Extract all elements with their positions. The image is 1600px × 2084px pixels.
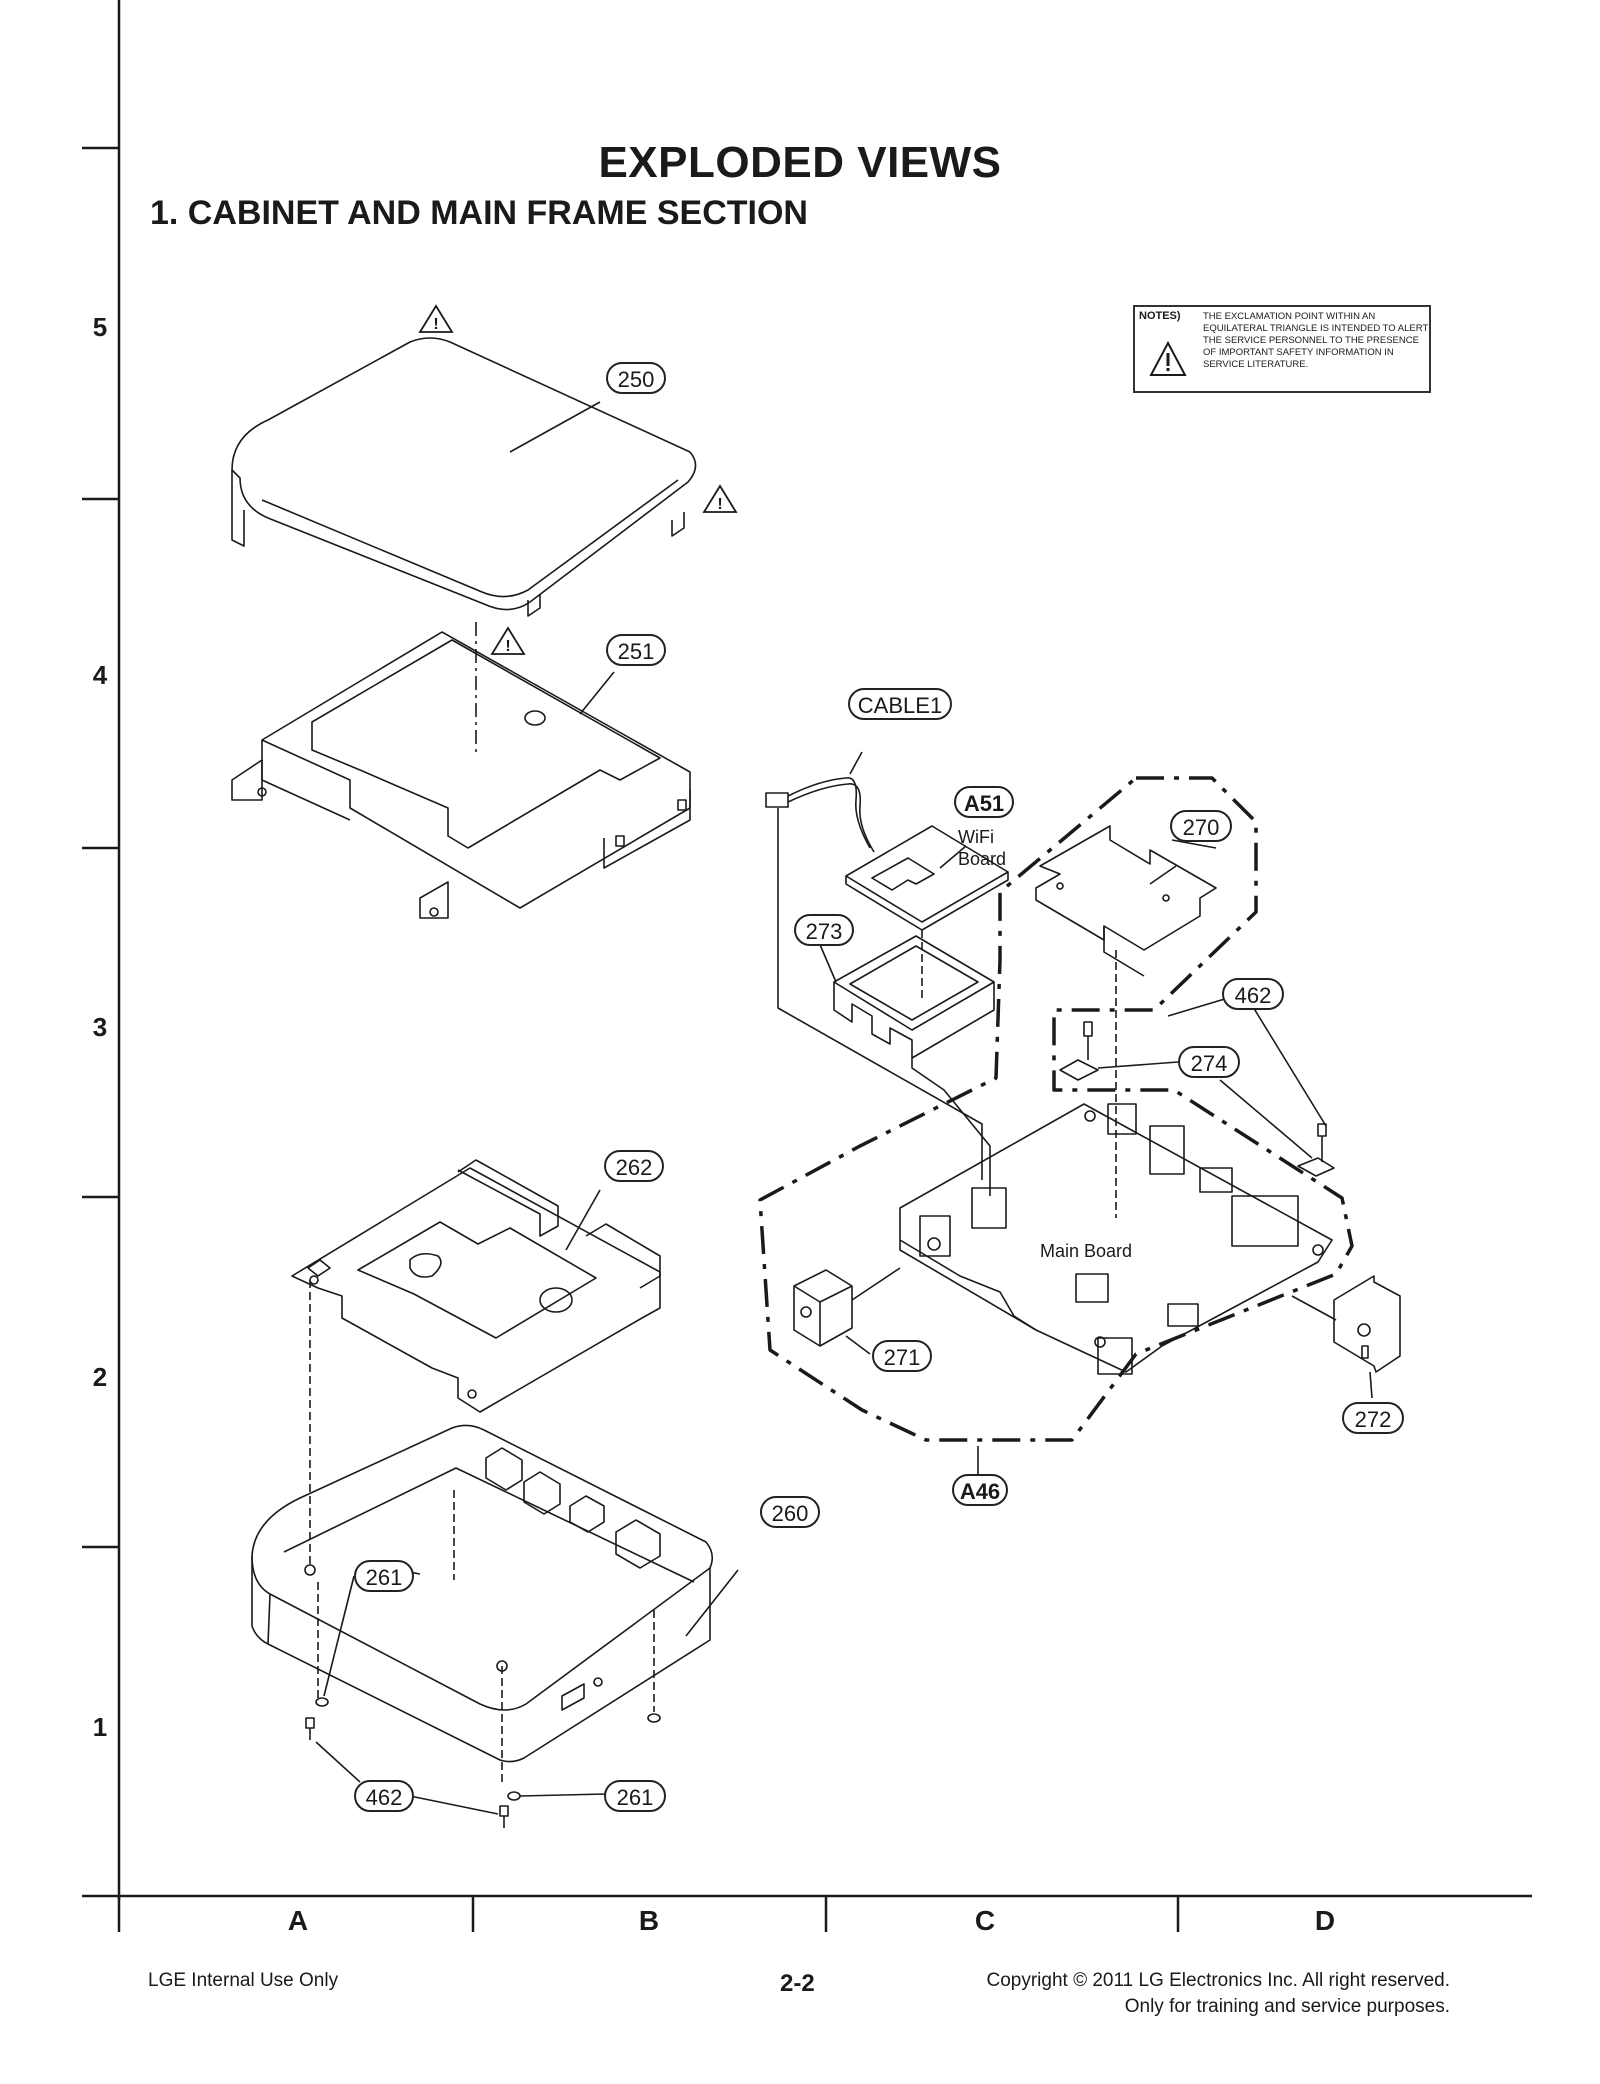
row-label-1: 1	[92, 1712, 108, 1742]
warning-icons	[418, 304, 738, 655]
part-260-bottom-case	[251, 1424, 739, 1828]
page-title: EXPLODED VIEWS	[598, 138, 1002, 187]
column-label-d: D	[1314, 1905, 1336, 1936]
safety-notes-box: NOTES) THE EXCLAMATION POINT WITHIN AN E…	[1133, 305, 1431, 393]
callout-272: 272	[1342, 1402, 1404, 1434]
row-label-4: 4	[92, 660, 108, 690]
part-250-top-cover	[231, 337, 697, 756]
part-251-frame	[231, 631, 691, 919]
svg-text:!: !	[717, 496, 722, 513]
row-label-2: 2	[92, 1362, 108, 1392]
wifi-label-line1: WiFi	[958, 827, 994, 847]
footer-internal-use: LGE Internal Use Only	[148, 1970, 339, 1991]
notes-text: THE EXCLAMATION POINT WITHIN AN EQUILATE…	[1203, 311, 1429, 370]
part-271-jack	[793, 1267, 901, 1355]
wifi-label-line2: Board	[958, 849, 1007, 869]
column-label-b: B	[638, 1905, 660, 1936]
part-272-bracket	[1291, 1275, 1401, 1399]
part-274-462-screws	[1059, 1001, 1335, 1177]
callout-274: 274	[1178, 1046, 1240, 1078]
warning-triangle-icon	[702, 484, 738, 513]
callout-462-upper: 462	[1222, 978, 1284, 1010]
callout-271: 271	[872, 1340, 932, 1372]
callout-260: 260	[760, 1496, 820, 1528]
part-273-holder	[817, 935, 995, 1196]
warning-triangle-icon	[1149, 341, 1187, 376]
warning-triangle-icon	[490, 626, 526, 655]
callout-261-lower: 261	[604, 1780, 666, 1812]
callout-250: 250	[606, 362, 666, 394]
callout-270: 270	[1170, 810, 1232, 842]
callout-261-upper: 261	[354, 1560, 414, 1592]
column-label-c: C	[974, 1905, 996, 1936]
notes-header: NOTES)	[1139, 310, 1181, 322]
callout-273: 273	[794, 914, 854, 946]
page-number: 2-2	[780, 1970, 815, 1997]
warning-triangle-icon	[418, 304, 454, 333]
callout-462-lower: 462	[354, 1780, 414, 1812]
svg-text:!: !	[433, 316, 438, 333]
footer-copyright-line2: Only for training and service purposes.	[1124, 1996, 1450, 2017]
cable1-drawing	[765, 751, 983, 1180]
callout-262: 262	[604, 1150, 664, 1182]
row-label-5: 5	[92, 312, 108, 342]
part-270-bracket	[1035, 825, 1217, 1218]
footer-copyright-line1: Copyright © 2011 LG Electronics Inc. All…	[986, 1970, 1450, 1991]
callout-a46: A46	[952, 1474, 1008, 1506]
a51-wifi-board	[845, 825, 1009, 1000]
section-title: 1. CABINET AND MAIN FRAME SECTION	[150, 194, 808, 232]
svg-text:!: !	[505, 638, 510, 655]
row-label-3: 3	[92, 1012, 108, 1042]
callout-251: 251	[606, 634, 666, 666]
part-262-plate	[291, 1159, 661, 1564]
callout-cable1: CABLE1	[848, 688, 952, 720]
a46-main-board	[899, 1103, 1333, 1375]
main-board-label: Main Board	[1040, 1241, 1133, 1261]
column-label-a: A	[287, 1905, 309, 1936]
callout-a51: A51	[954, 786, 1014, 818]
